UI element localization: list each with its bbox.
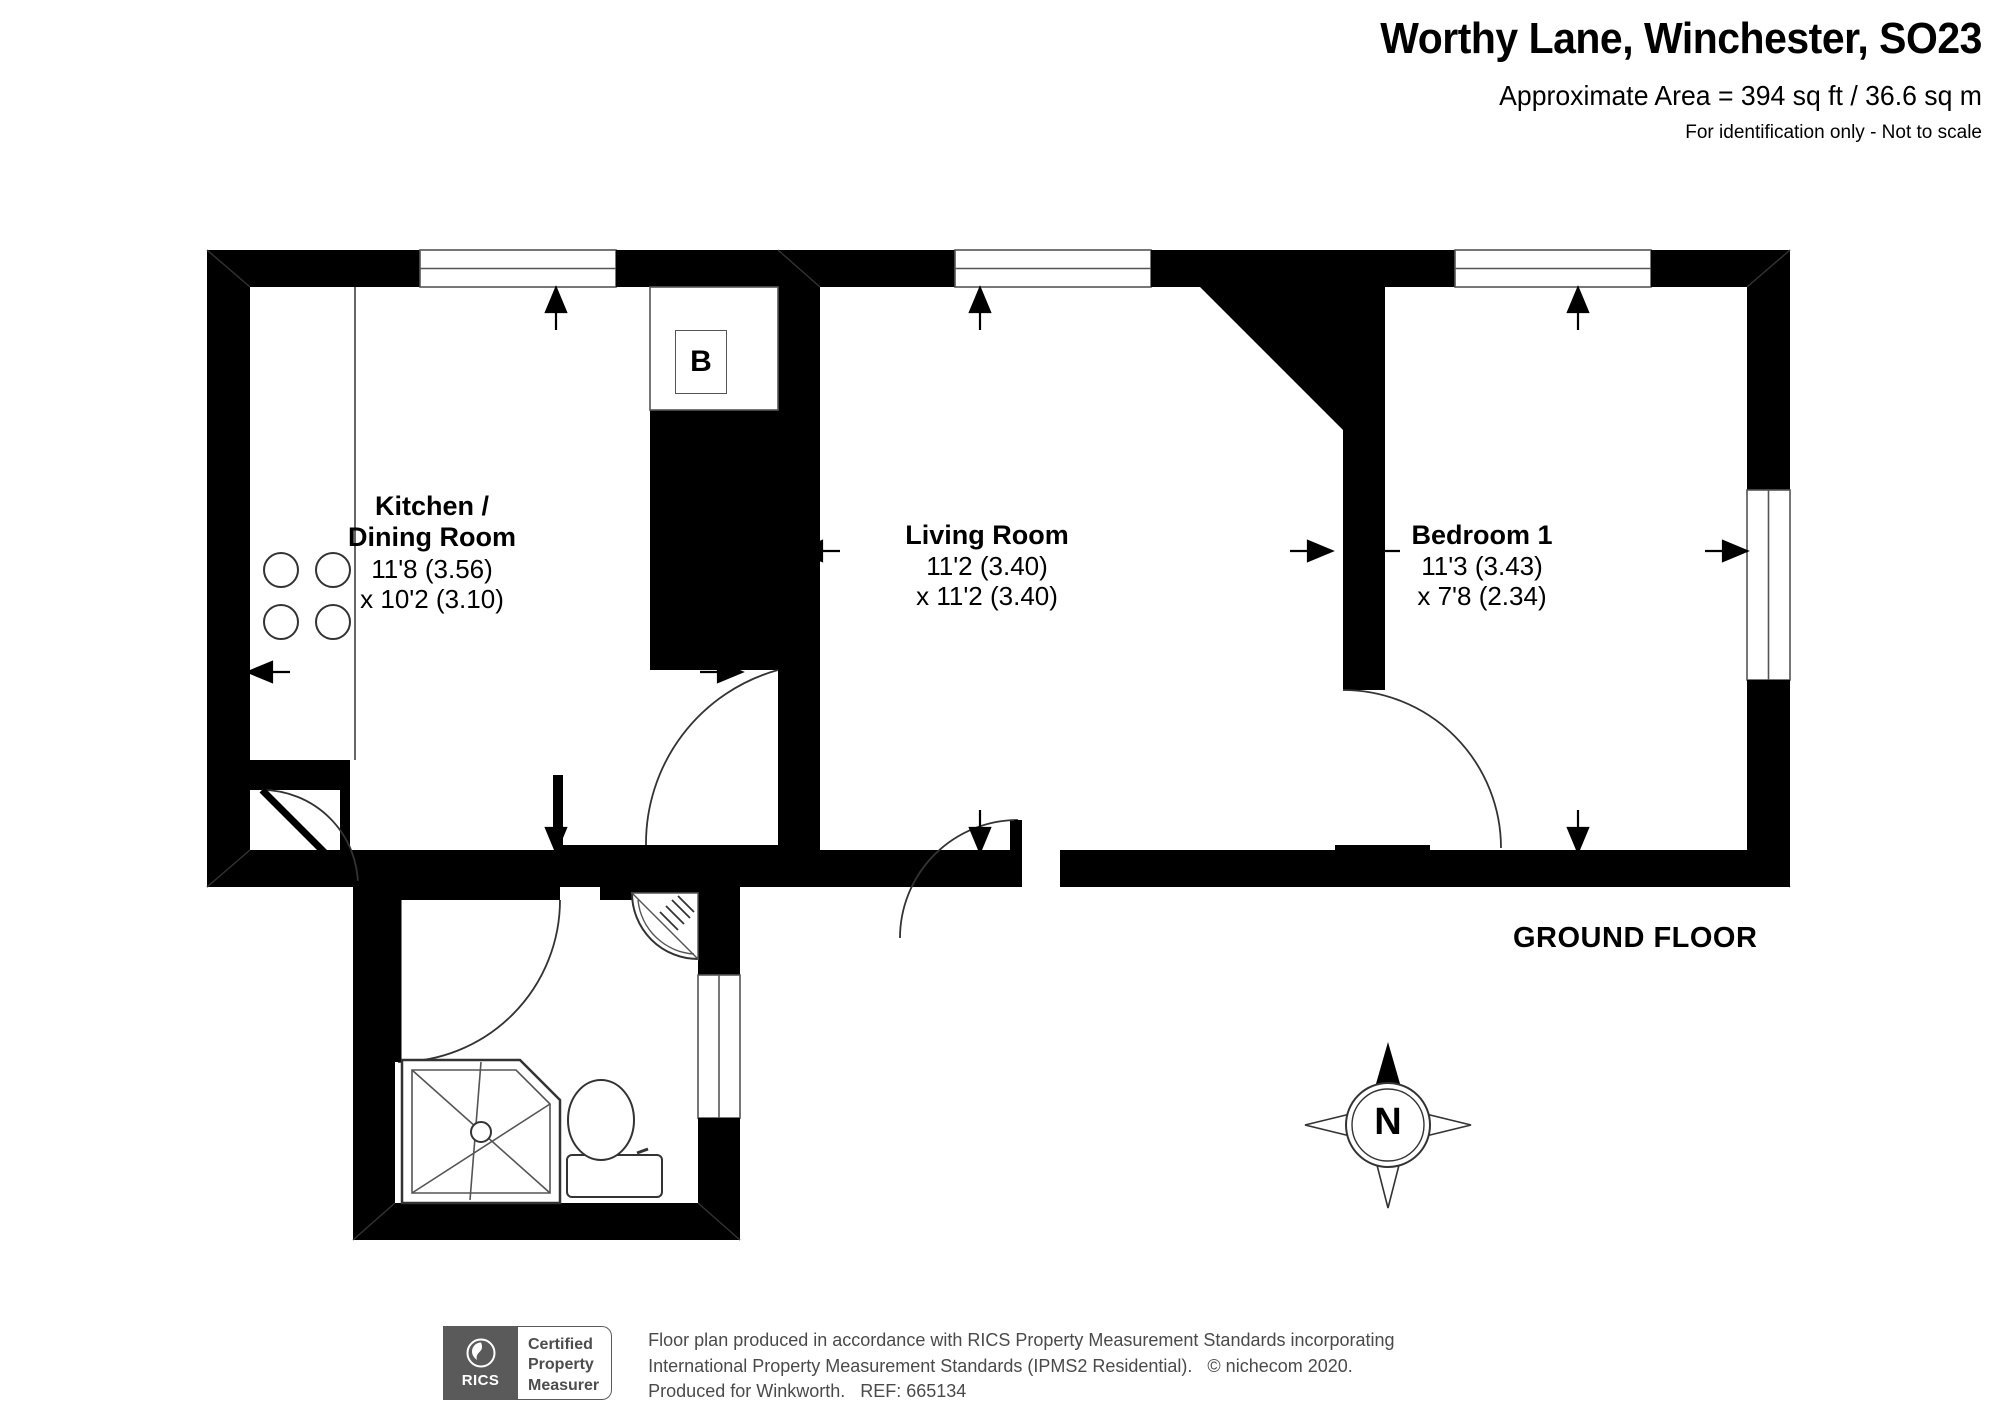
footer-line-1: Floor plan produced in accordance with R… <box>648 1330 1395 1350</box>
room-dimension-primary: 11'8 (3.56) <box>371 553 493 584</box>
room-dimension-secondary: x 11'2 (3.40) <box>916 581 1058 612</box>
rics-logo: RICS <box>443 1326 518 1400</box>
certified-line-2: Property <box>528 1356 594 1374</box>
room-dimension-secondary: x 10'2 (3.10) <box>360 583 504 614</box>
compass-north-label: N <box>1374 1101 1402 1143</box>
doors-group <box>259 669 1502 1063</box>
footer-disclaimer: Floor plan produced in accordance with R… <box>648 1326 1394 1405</box>
room-dimension-primary: 11'3 (3.43) <box>1421 551 1543 582</box>
hob-icon <box>263 552 351 640</box>
room-name: Living Room <box>905 520 1069 550</box>
rics-lion-icon <box>466 1338 495 1368</box>
scale-notice-text: For identification only - Not to scale <box>1685 122 1982 143</box>
room-dimension-secondary: x 7'8 (2.34) <box>1417 581 1547 612</box>
room-name: Bedroom 1 <box>1411 520 1553 550</box>
rics-certified-badge: RICS Certified Property Measurer <box>443 1326 613 1400</box>
certified-line-1: Certified <box>528 1335 593 1353</box>
bathroom-fixtures <box>400 892 699 1205</box>
window-arrows <box>245 285 1750 855</box>
header-block: Worthy Lane, Winchester, SO23 Approximat… <box>1335 14 1982 144</box>
footer-block: RICS Certified Property Measurer Floor p… <box>443 1326 1395 1405</box>
certified-line-3: Measurer <box>528 1376 600 1394</box>
floor-level-label: GROUND FLOOR <box>1513 922 1758 954</box>
room-label-living-room: Living Room 11'2 (3.40) x 11'2 (3.40) <box>827 520 1147 612</box>
footer-line-2: International Property Measurement Stand… <box>648 1355 1353 1376</box>
rics-wordmark: RICS <box>461 1372 500 1389</box>
approximate-area-text: Approximate Area = 394 sq ft / 36.6 sq m <box>1499 80 1982 111</box>
walls-group <box>206 249 1791 1241</box>
room-name: Kitchen / Dining Room <box>348 491 516 553</box>
room-label-kitchen: Kitchen / Dining Room 11'8 (3.56) x 10'2… <box>287 491 577 614</box>
page-title: Worthy Lane, Winchester, SO23 <box>1380 14 1982 63</box>
certified-property-measurer-text: Certified Property Measurer <box>518 1326 613 1400</box>
boiler-symbol: B <box>675 330 727 394</box>
footer-line-3: Produced for Winkworth. REF: 665134 <box>648 1381 967 1402</box>
north-compass-icon <box>1304 1042 1472 1209</box>
room-label-bedroom-1: Bedroom 1 11'3 (3.43) x 7'8 (2.34) <box>1322 520 1642 612</box>
room-dimension-primary: 11'2 (3.40) <box>926 551 1048 582</box>
